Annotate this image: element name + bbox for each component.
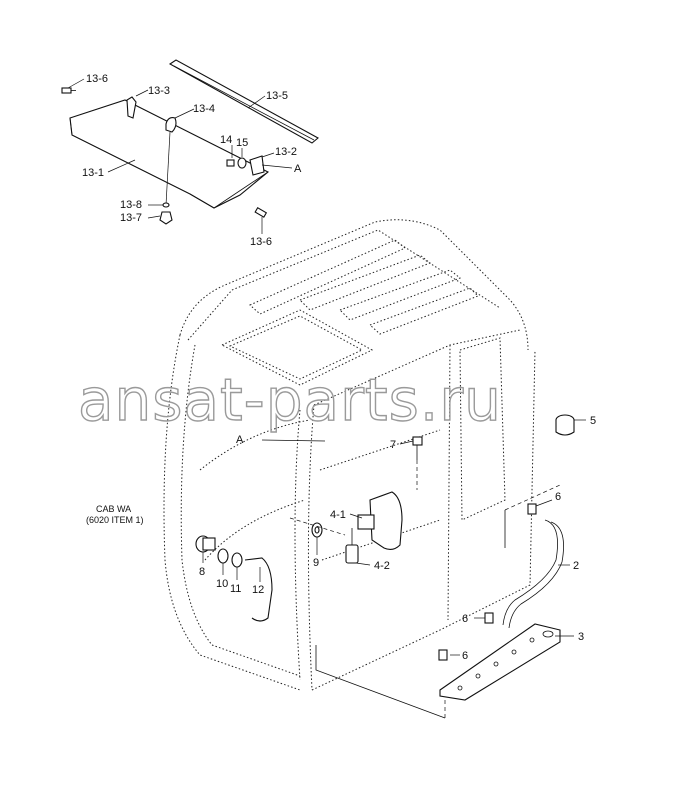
callout-13-3: 13-3: [148, 85, 170, 97]
cab-note-line1: CAB WA: [96, 504, 131, 514]
callout-13-6-top: 13-6: [86, 73, 108, 85]
callout-13-4: 13-4: [193, 103, 215, 115]
callout-13-5: 13-5: [266, 90, 288, 102]
callout-15: 15: [236, 137, 248, 149]
callout-9: 9: [313, 557, 319, 569]
callout-13-8: 13-8: [120, 199, 142, 211]
callout-6-upper: 6: [555, 491, 561, 503]
callout-6-lower: 6: [462, 650, 468, 662]
callout-13-6-bottom: 13-6: [250, 236, 272, 248]
cab-parts: [195, 414, 586, 701]
callout-6-mid: 6: [462, 613, 468, 625]
callout-7: 7: [390, 439, 396, 451]
callout-11: 11: [230, 583, 241, 595]
callout-13-7: 13-7: [120, 212, 142, 224]
callout-5: 5: [590, 415, 596, 427]
callout-13-2: 13-2: [275, 146, 297, 158]
callout-13-1: 13-1: [82, 167, 104, 179]
callout-a-cab: A: [236, 434, 244, 446]
sun-visor-assembly: [61, 59, 319, 234]
callout-14: 14: [220, 134, 232, 146]
callout-3: 3: [578, 631, 584, 643]
watermark-text: ansat-parts.ru: [78, 366, 502, 434]
callout-10: 10: [216, 578, 228, 590]
callout-8: 8: [199, 566, 205, 578]
callout-4-1: 4-1: [330, 509, 346, 521]
callout-2: 2: [573, 560, 579, 572]
callout-a-top: A: [294, 163, 302, 175]
cab-frame: [163, 219, 561, 719]
cab-note-line2: (6020 ITEM 1): [86, 515, 144, 525]
callout-4-2: 4-2: [374, 560, 390, 572]
callout-12: 12: [252, 584, 264, 596]
